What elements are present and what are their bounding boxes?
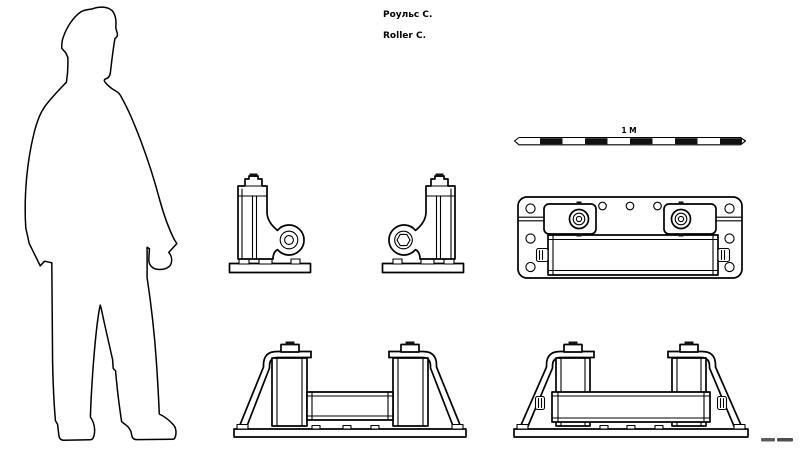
pivot-pin (284, 235, 294, 245)
watermark-smudge (761, 438, 793, 442)
cap-knob (249, 173, 258, 177)
side-view-left-bracket (228, 173, 312, 274)
axle-end-left (535, 247, 549, 263)
post-caps (280, 341, 420, 353)
block-tick (576, 201, 582, 205)
block-tick (576, 233, 582, 237)
base-foot (392, 258, 403, 265)
horizontal-roller (306, 391, 394, 421)
block-tick (678, 201, 684, 205)
vertical-roller-posts (271, 357, 429, 427)
human-figure-silhouette (24, 6, 178, 441)
base-foot (290, 258, 301, 265)
front-view-roller-lowered (513, 341, 749, 438)
axle-end-left (534, 395, 546, 411)
front-view-roller-raised (233, 341, 467, 438)
base-feet (236, 423, 464, 430)
block-tick (678, 233, 684, 237)
sailor-outline (24, 6, 178, 441)
post-caps (563, 341, 699, 353)
base-plate (228, 262, 312, 274)
hex-bolt-head (396, 233, 411, 247)
base-plate (233, 428, 467, 438)
scale-bar: 1 М (513, 126, 747, 146)
pivot-bolt-center (677, 215, 685, 223)
pivot-bolt-center (575, 215, 583, 223)
bolt-holes (525, 201, 735, 273)
axle-end-right (716, 395, 728, 411)
page-title: Роульс С. (383, 10, 432, 20)
cap-knob (435, 173, 444, 177)
base-plate (381, 262, 465, 274)
plan-view (517, 196, 743, 279)
page-subtitle: Roller C. (383, 31, 426, 41)
scale-bar-label: 1 М (621, 126, 636, 135)
scale-bar-black-segments (540, 138, 742, 145)
horizontal-roller (551, 391, 711, 423)
roller-drum (547, 234, 719, 276)
base-plate (513, 428, 749, 438)
side-view-right-bracket (381, 173, 465, 274)
axle-end-right (717, 247, 731, 263)
base-feet (516, 423, 746, 430)
